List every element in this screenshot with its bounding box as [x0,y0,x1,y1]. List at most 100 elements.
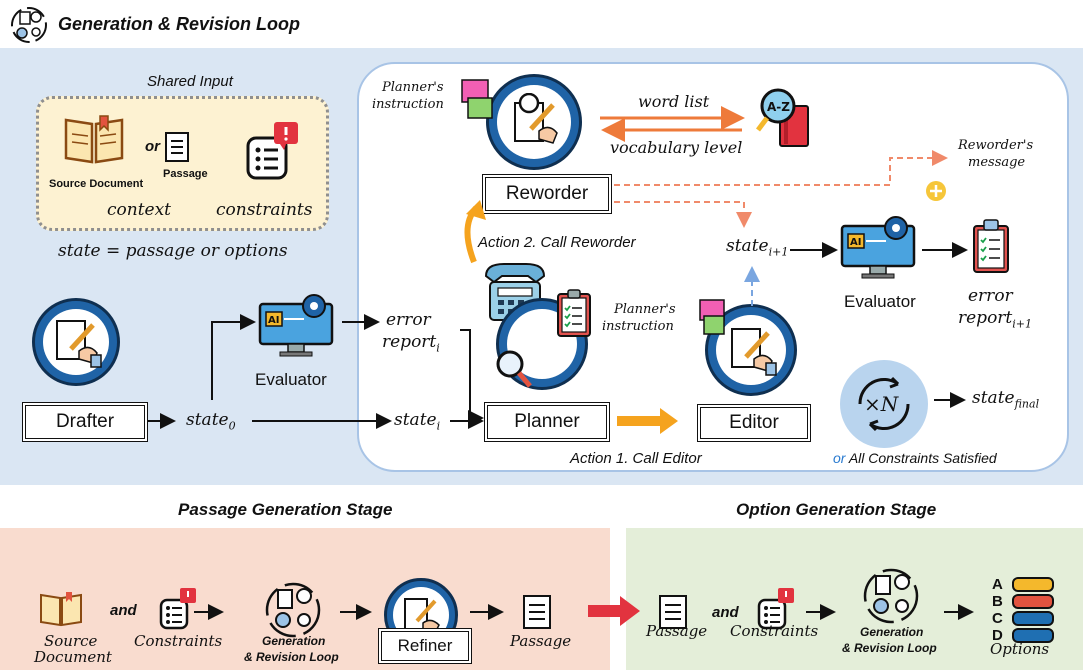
error-label-2: error [968,286,1013,306]
writing-hand-icon [56,320,102,368]
loop-icon [11,7,47,43]
book-icon [40,592,82,627]
passage-label: Passage [163,168,208,180]
passage-input-label: Passage [646,622,708,640]
all-satisfied-label: or All Constraints Satisfied [833,450,997,466]
gen-loop-label-b-2: & Revision Loop [842,641,937,655]
state-next-text: state [726,236,769,256]
svg-text:A-Z: A-Z [767,100,790,114]
option-letter-a: A [992,576,1003,593]
options-label: Options [990,640,1050,658]
options-list: A B C D [992,576,1054,644]
option-letter-b: B [992,593,1003,610]
option-bar-c [1012,611,1054,626]
checklist-alert-icon [757,588,794,630]
cycle-badge [840,360,928,448]
statei-text: state [394,410,437,430]
svg-text:AI: AI [268,315,279,326]
editor-box: Editor [697,404,811,442]
plus-icon [926,181,946,201]
constraints-label: constraints [216,200,313,220]
source-document-label: Source Document [49,178,144,190]
magnifier-icon [496,350,532,388]
option-letter-c: C [992,610,1003,627]
shared-input-title: Shared Input [147,73,233,90]
reworder-box: Reworder [482,174,612,214]
report-i-text: report [382,332,437,352]
document-icon [523,595,551,629]
editor-avatar [705,304,797,396]
report-next-label: reporti+1 [958,308,1032,330]
state-next-label: statei+1 [726,236,788,258]
and-label-1: and [110,602,137,619]
passage-stage-title: Passage Generation Stage [178,500,393,519]
reworders-message-1: Reworder's [958,138,1034,153]
planners-instruction-top-1: Planner's [382,80,444,95]
report-next-sub: i+1 [1012,317,1032,331]
report-i-label: reporti [382,332,440,354]
checklist-alert-icon [246,122,298,180]
option-bar-b [1012,594,1054,609]
option-row-d: D [992,627,1054,644]
sticky-notes-icon [699,299,725,335]
state-next-sub: i+1 [768,245,789,259]
planners-instruction-bottom-2: instruction [602,319,674,334]
state0-text: state [186,410,229,430]
planners-instruction-top-2: instruction [372,97,444,112]
or-label: or [145,138,160,155]
gen-loop-label-a-1: Generation [262,634,326,648]
all-satisfied-text: All Constraints Satisfied [848,450,997,466]
or-blue: or [833,450,846,466]
planners-instruction-bottom-1: Planner's [614,302,676,317]
reworder-label: Reworder [485,177,609,211]
planner-box: Planner [484,402,610,442]
state-final-sub: final [1014,397,1040,411]
header-title: Generation & Revision Loop [58,14,301,34]
constraints-label-2: Constraints [730,622,819,640]
action2-label: Action 2. Call Reworder [478,234,636,251]
monitor-ai-icon: AI [258,294,334,357]
report-next-text: report [958,308,1013,328]
refiner-box: Refiner [378,628,472,664]
drafter-box: Drafter [22,402,148,442]
statei-sub: i [436,419,441,433]
constraints-label-1: Constraints [134,632,223,650]
option-bar-a [1012,577,1054,592]
checklist-alert-icon [159,588,196,630]
times-n-label: ×N [864,392,899,416]
document-icon [659,595,687,629]
refiner-label: Refiner [381,631,469,661]
source-label: Source [44,632,98,650]
svg-text:AI: AI [850,237,861,248]
monitor-ai-icon: AI [840,216,916,279]
sticky-notes-icon [461,79,493,119]
action1-label: Action 1. Call Editor [570,450,702,467]
error-label: error [386,310,431,330]
reworders-message-2: message [968,155,1026,170]
option-stage-panel [626,528,1083,670]
option-row-c: C [992,610,1054,627]
planner-label: Planner [487,405,607,439]
state0-label: state0 [186,410,236,432]
document-label: Document [34,648,112,666]
state-final-label: statefinal [972,388,1039,410]
writing-hand-icon [731,328,777,376]
drafter-label: Drafter [25,405,145,439]
clipboard-icon [557,289,591,337]
vocabulary-level-label: vocabulary level [610,138,743,157]
gen-loop-label-a-2: Generation [860,625,924,639]
context-label: context [107,200,172,220]
writing-hand-icon [514,93,558,144]
state-final-text: state [972,388,1015,408]
word-list-label: word list [638,92,710,111]
option-letter-d: D [992,627,1003,644]
option-bar-d [1012,628,1054,643]
option-row-b: B [992,593,1054,610]
report-i-sub: i [436,341,440,355]
gen-loop-label-b-1: & Revision Loop [244,650,339,664]
statei-label: statei [394,410,440,432]
cycle-icon [858,376,910,432]
dictionary-icon: A-Z [756,88,809,147]
state0-sub: 0 [228,419,236,433]
